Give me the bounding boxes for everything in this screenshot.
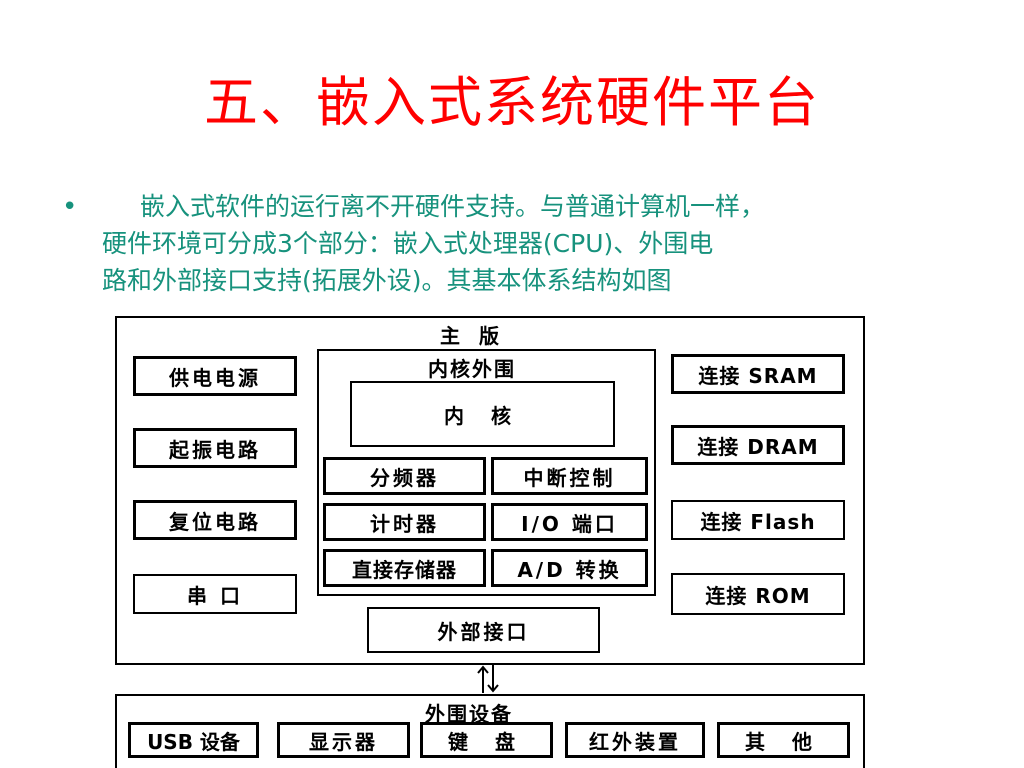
core-periphery-label: 内核外围 <box>428 357 516 381</box>
frequency-divider-block: 分频器 <box>323 457 486 495</box>
body-paragraph: 嵌入式软件的运行离不开硬件支持。与普通计算机一样， 硬件环境可分成3个部分：嵌入… <box>102 188 1002 299</box>
core-block: 内 核 <box>350 381 615 447</box>
serial-port-block: 串 口 <box>133 574 297 614</box>
io-port-block: I/O 端口 <box>491 503 648 541</box>
power-supply-block: 供电电源 <box>133 356 297 396</box>
double-arrow-icon <box>477 665 499 693</box>
paragraph-line-1: 嵌入式软件的运行离不开硬件支持。与普通计算机一样， <box>140 192 766 221</box>
timer-block: 计时器 <box>323 503 486 541</box>
usb-device-block: USB 设备 <box>128 722 259 758</box>
paragraph-line-2: 硬件环境可分成3个部分：嵌入式处理器(CPU)、外围电 <box>102 229 714 258</box>
external-interface-block: 外部接口 <box>367 607 600 653</box>
keyboard-block: 键 盘 <box>420 722 553 758</box>
ad-conversion-block: A/D 转换 <box>491 549 648 587</box>
bullet-marker: • <box>62 192 78 222</box>
mainboard-label: 主 版 <box>440 324 505 348</box>
rom-block: 连接 ROM <box>671 573 845 615</box>
reset-block: 复位电路 <box>133 500 297 540</box>
direct-memory-block: 直接存储器 <box>323 549 486 587</box>
oscillator-block: 起振电路 <box>133 428 297 468</box>
display-block: 显示器 <box>277 722 410 758</box>
infrared-device-block: 红外装置 <box>565 722 705 758</box>
interrupt-control-block: 中断控制 <box>491 457 648 495</box>
other-device-block: 其 他 <box>717 722 850 758</box>
paragraph-line-3: 路和外部接口支持(拓展外设)。其基本体系结构如图 <box>102 266 672 295</box>
slide-title: 五、嵌入式系统硬件平台 <box>204 71 820 134</box>
flash-block: 连接 Flash <box>671 500 845 540</box>
sram-block: 连接 SRAM <box>671 354 845 394</box>
dram-block: 连接 DRAM <box>671 425 845 465</box>
